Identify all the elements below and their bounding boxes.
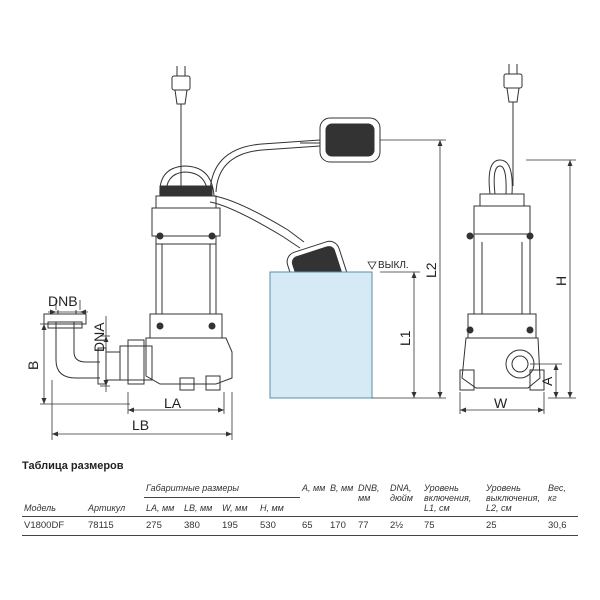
elbow-outlet bbox=[43, 310, 121, 385]
label-a: A bbox=[539, 376, 555, 386]
arrowheads-front bbox=[41, 140, 443, 437]
front-view bbox=[40, 66, 446, 440]
side-view bbox=[459, 64, 576, 414]
volute-side bbox=[459, 337, 545, 391]
label-l1: L1 bbox=[397, 330, 413, 346]
header-group-dimensions: Габаритные размеры bbox=[144, 483, 300, 498]
cell-dnb: 77 bbox=[356, 516, 388, 536]
motor-housing-front bbox=[149, 185, 223, 339]
header-h: H, мм bbox=[258, 497, 300, 518]
label-lb: LB bbox=[132, 417, 149, 433]
label-off: ВЫКЛ. bbox=[378, 260, 409, 271]
cell-h: 530 bbox=[258, 516, 300, 536]
label-b: B bbox=[25, 361, 41, 370]
header-la: LA, мм bbox=[144, 497, 182, 518]
label-dnb: DNB bbox=[48, 293, 78, 309]
label-l2: L2 bbox=[423, 262, 439, 278]
arrowheads-side bbox=[460, 160, 573, 413]
header-lb: LB, мм bbox=[182, 497, 220, 518]
header-weight: Вес, кг bbox=[546, 483, 578, 517]
float-cable bbox=[209, 139, 321, 193]
label-la: LA bbox=[164, 395, 182, 411]
label-h: H bbox=[553, 276, 569, 286]
table-title: Таблица размеров bbox=[22, 460, 124, 472]
cell-dna: 2½ bbox=[388, 516, 422, 536]
cell-b: 170 bbox=[328, 516, 356, 536]
label-dna: DNA bbox=[91, 322, 107, 352]
handle-side bbox=[488, 159, 513, 195]
cell-w: 195 bbox=[220, 516, 258, 536]
dimensions-table: Модель Артикул Габаритные размеры A, мм … bbox=[22, 483, 578, 536]
cell-l2: 25 bbox=[484, 516, 546, 536]
cell-model: V1800DF bbox=[22, 516, 86, 536]
cell-article: 78115 bbox=[86, 516, 144, 536]
cell-l1: 75 bbox=[422, 516, 484, 536]
header-dna: DNA, дюйм bbox=[388, 483, 422, 517]
motor-housing-side bbox=[466, 193, 537, 339]
header-a: A, мм bbox=[300, 483, 328, 517]
cell-la: 275 bbox=[144, 516, 182, 536]
table-header-row-2: LA, мм LB, мм W, мм H, мм bbox=[22, 497, 578, 518]
header-model: Модель bbox=[22, 483, 86, 517]
cell-lb: 380 bbox=[182, 516, 220, 536]
power-plug-front bbox=[171, 66, 191, 192]
header-article: Артикул bbox=[86, 483, 144, 517]
power-plug-side bbox=[503, 64, 523, 186]
cell-weight: 30,6 bbox=[546, 516, 578, 536]
header-b: B, мм bbox=[328, 483, 356, 517]
header-l1: Уровень включения, L1, см bbox=[422, 483, 484, 517]
dimension-lines-front bbox=[40, 139, 446, 440]
float-switch-upper bbox=[300, 117, 381, 163]
dimension-lines-side bbox=[459, 159, 576, 414]
table-header-row-1: Модель Артикул Габаритные размеры A, мм … bbox=[22, 483, 578, 517]
header-dnb: DNB, мм bbox=[356, 483, 388, 517]
cell-a: 65 bbox=[300, 516, 328, 536]
water-tank bbox=[269, 271, 373, 399]
pump-dimension-drawing: DNB DNA B LA LB ВЫКЛ. L1 L2 H A W bbox=[25, 64, 576, 440]
handle-front bbox=[159, 165, 215, 197]
volute-front bbox=[119, 337, 233, 391]
label-w: W bbox=[494, 395, 508, 411]
header-l2: Уровень выключения, L2, см bbox=[484, 483, 546, 517]
table-row: V1800DF 78115 275 380 195 530 65 170 77 … bbox=[22, 516, 578, 536]
header-w: W, мм bbox=[220, 497, 258, 518]
